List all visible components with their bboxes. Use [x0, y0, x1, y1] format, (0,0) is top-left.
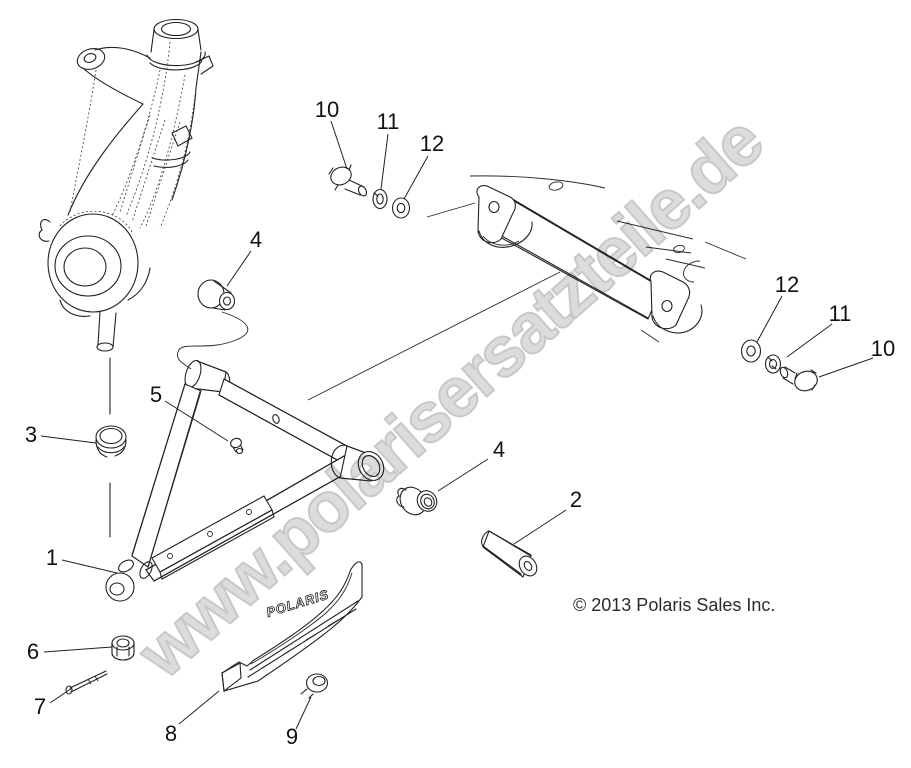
seal-ring-part-3	[95, 425, 127, 458]
callout-label-6-7: 6	[26, 639, 40, 664]
steering-knuckle-drawing	[38, 18, 214, 352]
fitting-bolt-part-5	[230, 437, 244, 455]
callout-label-8-9: 8	[164, 721, 178, 746]
bolt-part-10-right	[779, 366, 818, 392]
copyright-text: © 2013 Polaris Sales Inc.	[573, 595, 776, 615]
callout-label-2-12: 2	[569, 487, 583, 512]
lock-washer-part-11-upper	[372, 188, 388, 210]
callout-label-1-6: 1	[45, 545, 59, 570]
bushing-part-4-upper	[197, 279, 236, 311]
screw-part-9	[300, 673, 329, 699]
lock-washer-part-11-right	[764, 354, 782, 374]
callout-label-4-11: 4	[492, 437, 506, 462]
spacer-tube-part-2	[481, 530, 538, 578]
bushing-part-4-right	[396, 486, 438, 516]
callout-label-7-8: 7	[33, 694, 47, 719]
callout-label-12-13: 12	[774, 272, 800, 297]
callout-label-3-4: 3	[24, 422, 38, 447]
callout-label-10-0: 10	[314, 97, 340, 122]
cotter-pin-part-7	[65, 670, 108, 695]
callout-label-4-3: 4	[249, 227, 263, 252]
flat-washer-part-12-upper	[391, 197, 411, 219]
callout-label-5-5: 5	[149, 382, 163, 407]
callout-label-11-1: 11	[376, 109, 400, 134]
lock-nut-part-6	[111, 635, 135, 661]
callout-label-10-15: 10	[870, 336, 896, 361]
cross-member-drawing	[307, 175, 747, 401]
a-arm-drawing	[105, 359, 385, 602]
callout-label-12-2: 12	[419, 131, 445, 156]
flat-washer-part-12-right	[740, 339, 762, 363]
callout-label-11-14: 11	[828, 301, 852, 326]
ball-joint-part-1	[105, 559, 135, 602]
callout-label-9-10: 9	[285, 724, 299, 749]
brake-line-curve	[176, 311, 249, 370]
leader-lines	[40, 120, 874, 730]
bolt-part-10-upper	[328, 164, 368, 197]
guard-plate-part-8: POLARIS	[221, 561, 363, 693]
